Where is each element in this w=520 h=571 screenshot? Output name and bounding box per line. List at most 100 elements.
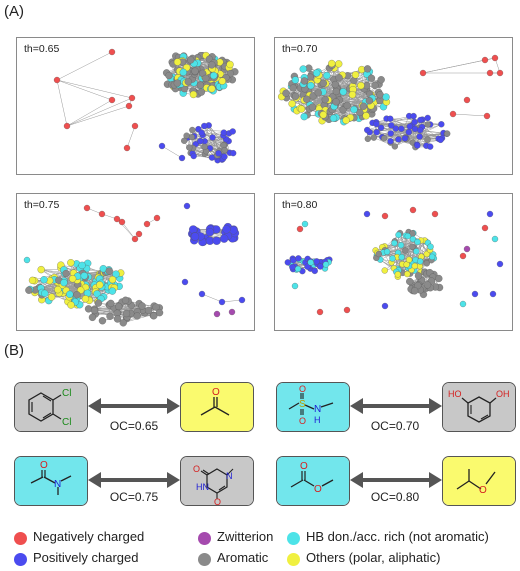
network-node: [409, 206, 417, 214]
network-edge: [66, 97, 133, 127]
network-edge: [56, 51, 113, 81]
network-node: [397, 242, 405, 249]
network-node: [417, 116, 424, 124]
network-node: [459, 300, 467, 308]
network-node: [483, 112, 491, 120]
threshold-label: th=0.65: [24, 43, 60, 55]
network-node: [389, 255, 396, 262]
atom-label-n: N: [314, 404, 321, 415]
network-node: [215, 150, 222, 157]
molecule-methyl-acetate: O O: [276, 456, 350, 506]
network-node: [362, 112, 370, 120]
network-node: [96, 281, 104, 289]
network-node: [291, 76, 300, 84]
network-node: [405, 256, 413, 263]
network-node: [119, 319, 127, 327]
network-node: [208, 85, 216, 93]
network-edge: [401, 128, 428, 140]
network-node: [23, 256, 31, 264]
legend-swatch-aromatic: [198, 553, 211, 566]
network-node: [144, 306, 153, 314]
molecule-resorcinol: HO OH: [442, 382, 516, 432]
network-edge: [405, 133, 447, 138]
molecule-isopropyl-methyl-ether: O: [442, 456, 516, 506]
network-node: [438, 121, 445, 128]
legend-label-negative: Negatively charged: [33, 529, 145, 544]
network-node: [382, 93, 390, 101]
network-node: [133, 312, 141, 320]
network-node: [391, 143, 398, 150]
network-node: [321, 95, 329, 104]
network-graph: [278, 54, 504, 151]
network-node: [402, 247, 409, 254]
molecule-acetone: O: [180, 382, 254, 432]
network-node: [424, 114, 431, 122]
network-node: [416, 126, 424, 134]
network-node: [189, 90, 198, 99]
network-node: [113, 315, 122, 323]
network-node: [108, 275, 117, 284]
network-node: [365, 97, 374, 105]
network-node: [375, 250, 382, 258]
atom-label-o: O: [193, 464, 200, 474]
network-node: [208, 61, 216, 69]
network-node: [424, 136, 431, 143]
network-node: [496, 260, 504, 268]
network-node: [329, 114, 338, 122]
network-node: [387, 130, 394, 137]
network-node: [405, 128, 412, 136]
network-node: [414, 238, 421, 246]
atom-label-oh: OH: [496, 389, 510, 399]
network-node: [486, 69, 494, 77]
network-node: [228, 308, 236, 316]
network-node: [94, 299, 103, 307]
network-panel-th-065: th=0.65: [16, 37, 255, 175]
network-node: [47, 293, 56, 301]
network-node: [165, 71, 173, 80]
network-node: [357, 81, 365, 90]
network-node: [486, 210, 494, 218]
network-node: [189, 225, 198, 234]
network-node: [122, 309, 131, 318]
network-node: [238, 296, 246, 304]
network-node: [395, 231, 402, 239]
molecule-background: [277, 383, 349, 431]
network-node: [125, 102, 133, 110]
network-node: [410, 112, 417, 120]
network-node: [423, 260, 430, 267]
network-node: [115, 302, 123, 311]
network-node: [121, 296, 130, 304]
network-node: [221, 153, 228, 160]
network-node: [150, 312, 158, 320]
network-node: [81, 295, 90, 303]
network-node: [282, 89, 290, 97]
network-node: [388, 122, 395, 129]
network-node: [107, 299, 115, 308]
network-node: [411, 118, 418, 126]
network-node: [395, 136, 402, 143]
network-graph: [284, 206, 504, 316]
network-node: [53, 76, 61, 84]
network-panel-th-075: th=0.75: [16, 193, 255, 331]
atom-label-o: O: [214, 497, 221, 505]
network-edge: [208, 125, 226, 144]
atom-label-n: N: [226, 471, 233, 481]
network-node: [108, 48, 116, 56]
network-node: [295, 255, 302, 262]
network-node: [301, 220, 309, 228]
network-node: [191, 67, 199, 75]
network-node: [459, 252, 467, 260]
network-node: [417, 258, 424, 265]
network-node: [196, 81, 205, 89]
network-node: [25, 286, 33, 294]
network-node: [181, 278, 189, 286]
network-node: [73, 291, 81, 299]
network-node: [398, 253, 405, 261]
network-node: [297, 105, 306, 113]
network-node: [135, 230, 143, 238]
network-node: [331, 80, 339, 89]
network-node: [152, 303, 160, 311]
network-edge: [452, 113, 488, 117]
atom-label-hn: HN: [196, 482, 209, 492]
network-node: [66, 290, 74, 298]
